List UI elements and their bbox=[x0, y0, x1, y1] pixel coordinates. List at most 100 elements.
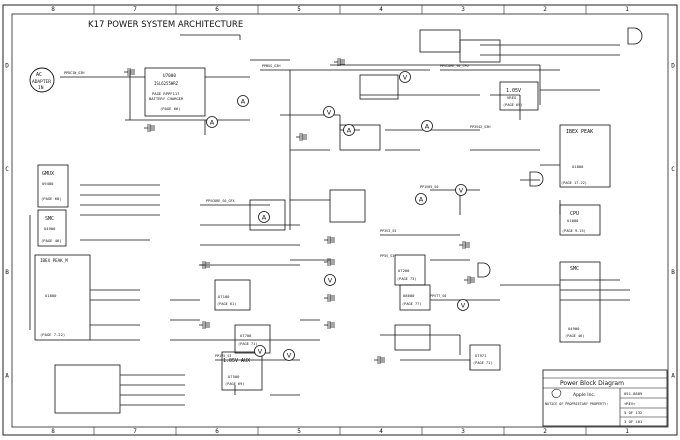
column-marker: 5 bbox=[297, 6, 301, 13]
u7100-l1: U7100 bbox=[218, 294, 230, 299]
title-block: Power Block Diagram Apple Inc. NOTICE OF… bbox=[542, 369, 668, 427]
column-marker: 2 bbox=[543, 6, 547, 13]
charger-l5: (PAGE 66) bbox=[160, 106, 181, 111]
meter-glyph: A bbox=[262, 213, 267, 221]
vtt-l1: 1.05V bbox=[506, 88, 521, 94]
net-0: PPBUS_G3H bbox=[262, 64, 280, 68]
row-marker: A bbox=[5, 372, 9, 379]
column-marker: 1 bbox=[625, 428, 629, 435]
meter-glyph: A bbox=[241, 97, 246, 105]
voltmeter-icon bbox=[254, 345, 266, 357]
ammeter-icon bbox=[206, 116, 218, 128]
charger-l1: U7000 bbox=[163, 73, 176, 79]
ac-label-1: AC bbox=[36, 72, 42, 78]
row-marker: B bbox=[5, 269, 9, 276]
mosfet-icon bbox=[324, 294, 335, 302]
meter-glyph: V bbox=[328, 276, 333, 284]
ammeter-icon bbox=[258, 211, 270, 223]
ammeter-icon bbox=[421, 120, 433, 132]
ac-adapter-symbol bbox=[29, 67, 55, 93]
row-marker: A bbox=[671, 372, 675, 379]
column-marker: 6 bbox=[215, 6, 219, 13]
ibexl-l3: (PAGE 7-22) bbox=[40, 332, 65, 337]
column-marker: 4 bbox=[379, 428, 383, 435]
gmux-l3: (PAGE 68) bbox=[41, 196, 62, 201]
u7100-l2: (PAGE 61) bbox=[217, 302, 236, 306]
row-marker: B bbox=[671, 269, 675, 276]
u7700-l2: (PAGE 71) bbox=[238, 342, 257, 346]
column-marker: 6 bbox=[215, 428, 219, 435]
mosfet-icon bbox=[124, 68, 135, 76]
column-marker: 8 bbox=[51, 6, 55, 13]
column-marker: 4 bbox=[379, 6, 383, 13]
ibexl-l1: IBEX PEAK_M bbox=[40, 258, 68, 263]
meter-glyph: V bbox=[258, 347, 263, 355]
ibexr-l3: (PAGE 17-22) bbox=[561, 181, 587, 185]
u7200-l1: U7200 bbox=[398, 268, 410, 273]
ammeter-icon bbox=[415, 193, 427, 205]
charger-l3: PAGE RPPF11? bbox=[152, 91, 179, 96]
mosfet-icon bbox=[296, 133, 307, 141]
tb-page: 3 OF 101 bbox=[624, 419, 643, 424]
mosfet-icon bbox=[324, 321, 335, 329]
column-marker: 7 bbox=[133, 428, 137, 435]
net-8: PP1V5_S3 bbox=[215, 354, 231, 358]
block-labels: AC ADAPTER IN U7000 ISL6255HRZ PAGE RPPF… bbox=[32, 72, 593, 386]
voltmeter-icon bbox=[283, 349, 295, 361]
meter-glyph: V bbox=[461, 301, 466, 309]
voltmeter-icon bbox=[323, 106, 335, 118]
net-6: PP5V_S3 bbox=[380, 254, 394, 258]
ammeter-icon bbox=[343, 124, 355, 136]
tb-notice: NOTICE OF PROPRIETARY PROPERTY: bbox=[545, 402, 608, 406]
meter-glyph: V bbox=[327, 108, 332, 116]
ibexr-l2: U1800 bbox=[572, 164, 584, 169]
meter-glyph: V bbox=[459, 186, 464, 194]
column-marker: 7 bbox=[133, 6, 137, 13]
vtt-l2: VREG bbox=[507, 95, 517, 100]
ibexl-l2: U1800 bbox=[45, 293, 57, 298]
ibexr-l1: IBEX PEAK bbox=[566, 129, 593, 135]
smcl-l1: SMC bbox=[45, 216, 54, 222]
component-boxes bbox=[34, 29, 611, 414]
meter-glyph: V bbox=[287, 351, 292, 359]
cpu-l2: U1000 bbox=[567, 218, 579, 223]
u7700-l1: U7700 bbox=[240, 333, 252, 338]
mosfet-icon bbox=[459, 241, 470, 249]
logic-gates bbox=[477, 27, 643, 278]
meter-glyph: A bbox=[425, 122, 430, 130]
smcr-l2: U4900 bbox=[568, 326, 580, 331]
mosfet-symbols bbox=[124, 58, 475, 364]
charger-l2: ISL6255HRZ bbox=[154, 81, 179, 86]
column-marker: 1 bbox=[625, 6, 629, 13]
ammeter-icon bbox=[237, 95, 249, 107]
mosfet-icon bbox=[144, 124, 155, 132]
row-marker: D bbox=[671, 63, 675, 70]
gmux-l2: U9480 bbox=[42, 181, 54, 186]
mosfet-icon bbox=[374, 356, 385, 364]
apple-logo bbox=[551, 388, 562, 398]
ac-label-3: IN bbox=[38, 85, 44, 91]
u7971-l2: (PAGE 71) bbox=[473, 361, 492, 365]
ac-label-2: ADAPTER bbox=[32, 79, 51, 85]
meter-glyph: V bbox=[403, 73, 408, 81]
net-4: PP1V05_S0 bbox=[420, 185, 438, 189]
voltmeter-icon bbox=[455, 184, 467, 196]
row-marker: C bbox=[5, 166, 9, 173]
aux-l2: U7500 bbox=[228, 374, 240, 379]
u7971-l1: U7971 bbox=[475, 353, 487, 358]
cpu-l1: CPU bbox=[570, 211, 579, 217]
column-marker: 3 bbox=[461, 428, 465, 435]
diagram-title: K17 POWER SYSTEM ARCHITECTURE bbox=[88, 20, 243, 30]
row-marker: C bbox=[671, 166, 675, 173]
row-marker: D bbox=[5, 63, 9, 70]
tb-title: Power Block Diagram bbox=[560, 380, 624, 387]
vtt-l3: (PAGE 69) bbox=[503, 103, 522, 107]
smcr-l3: (PAGE 46) bbox=[565, 334, 584, 338]
smcr-l1: SMC bbox=[570, 266, 579, 272]
net-9: PPVCORE_S0_GFX bbox=[206, 199, 236, 203]
column-marker: 8 bbox=[51, 428, 55, 435]
charger-l4: BATTERY CHARGER bbox=[149, 96, 184, 101]
